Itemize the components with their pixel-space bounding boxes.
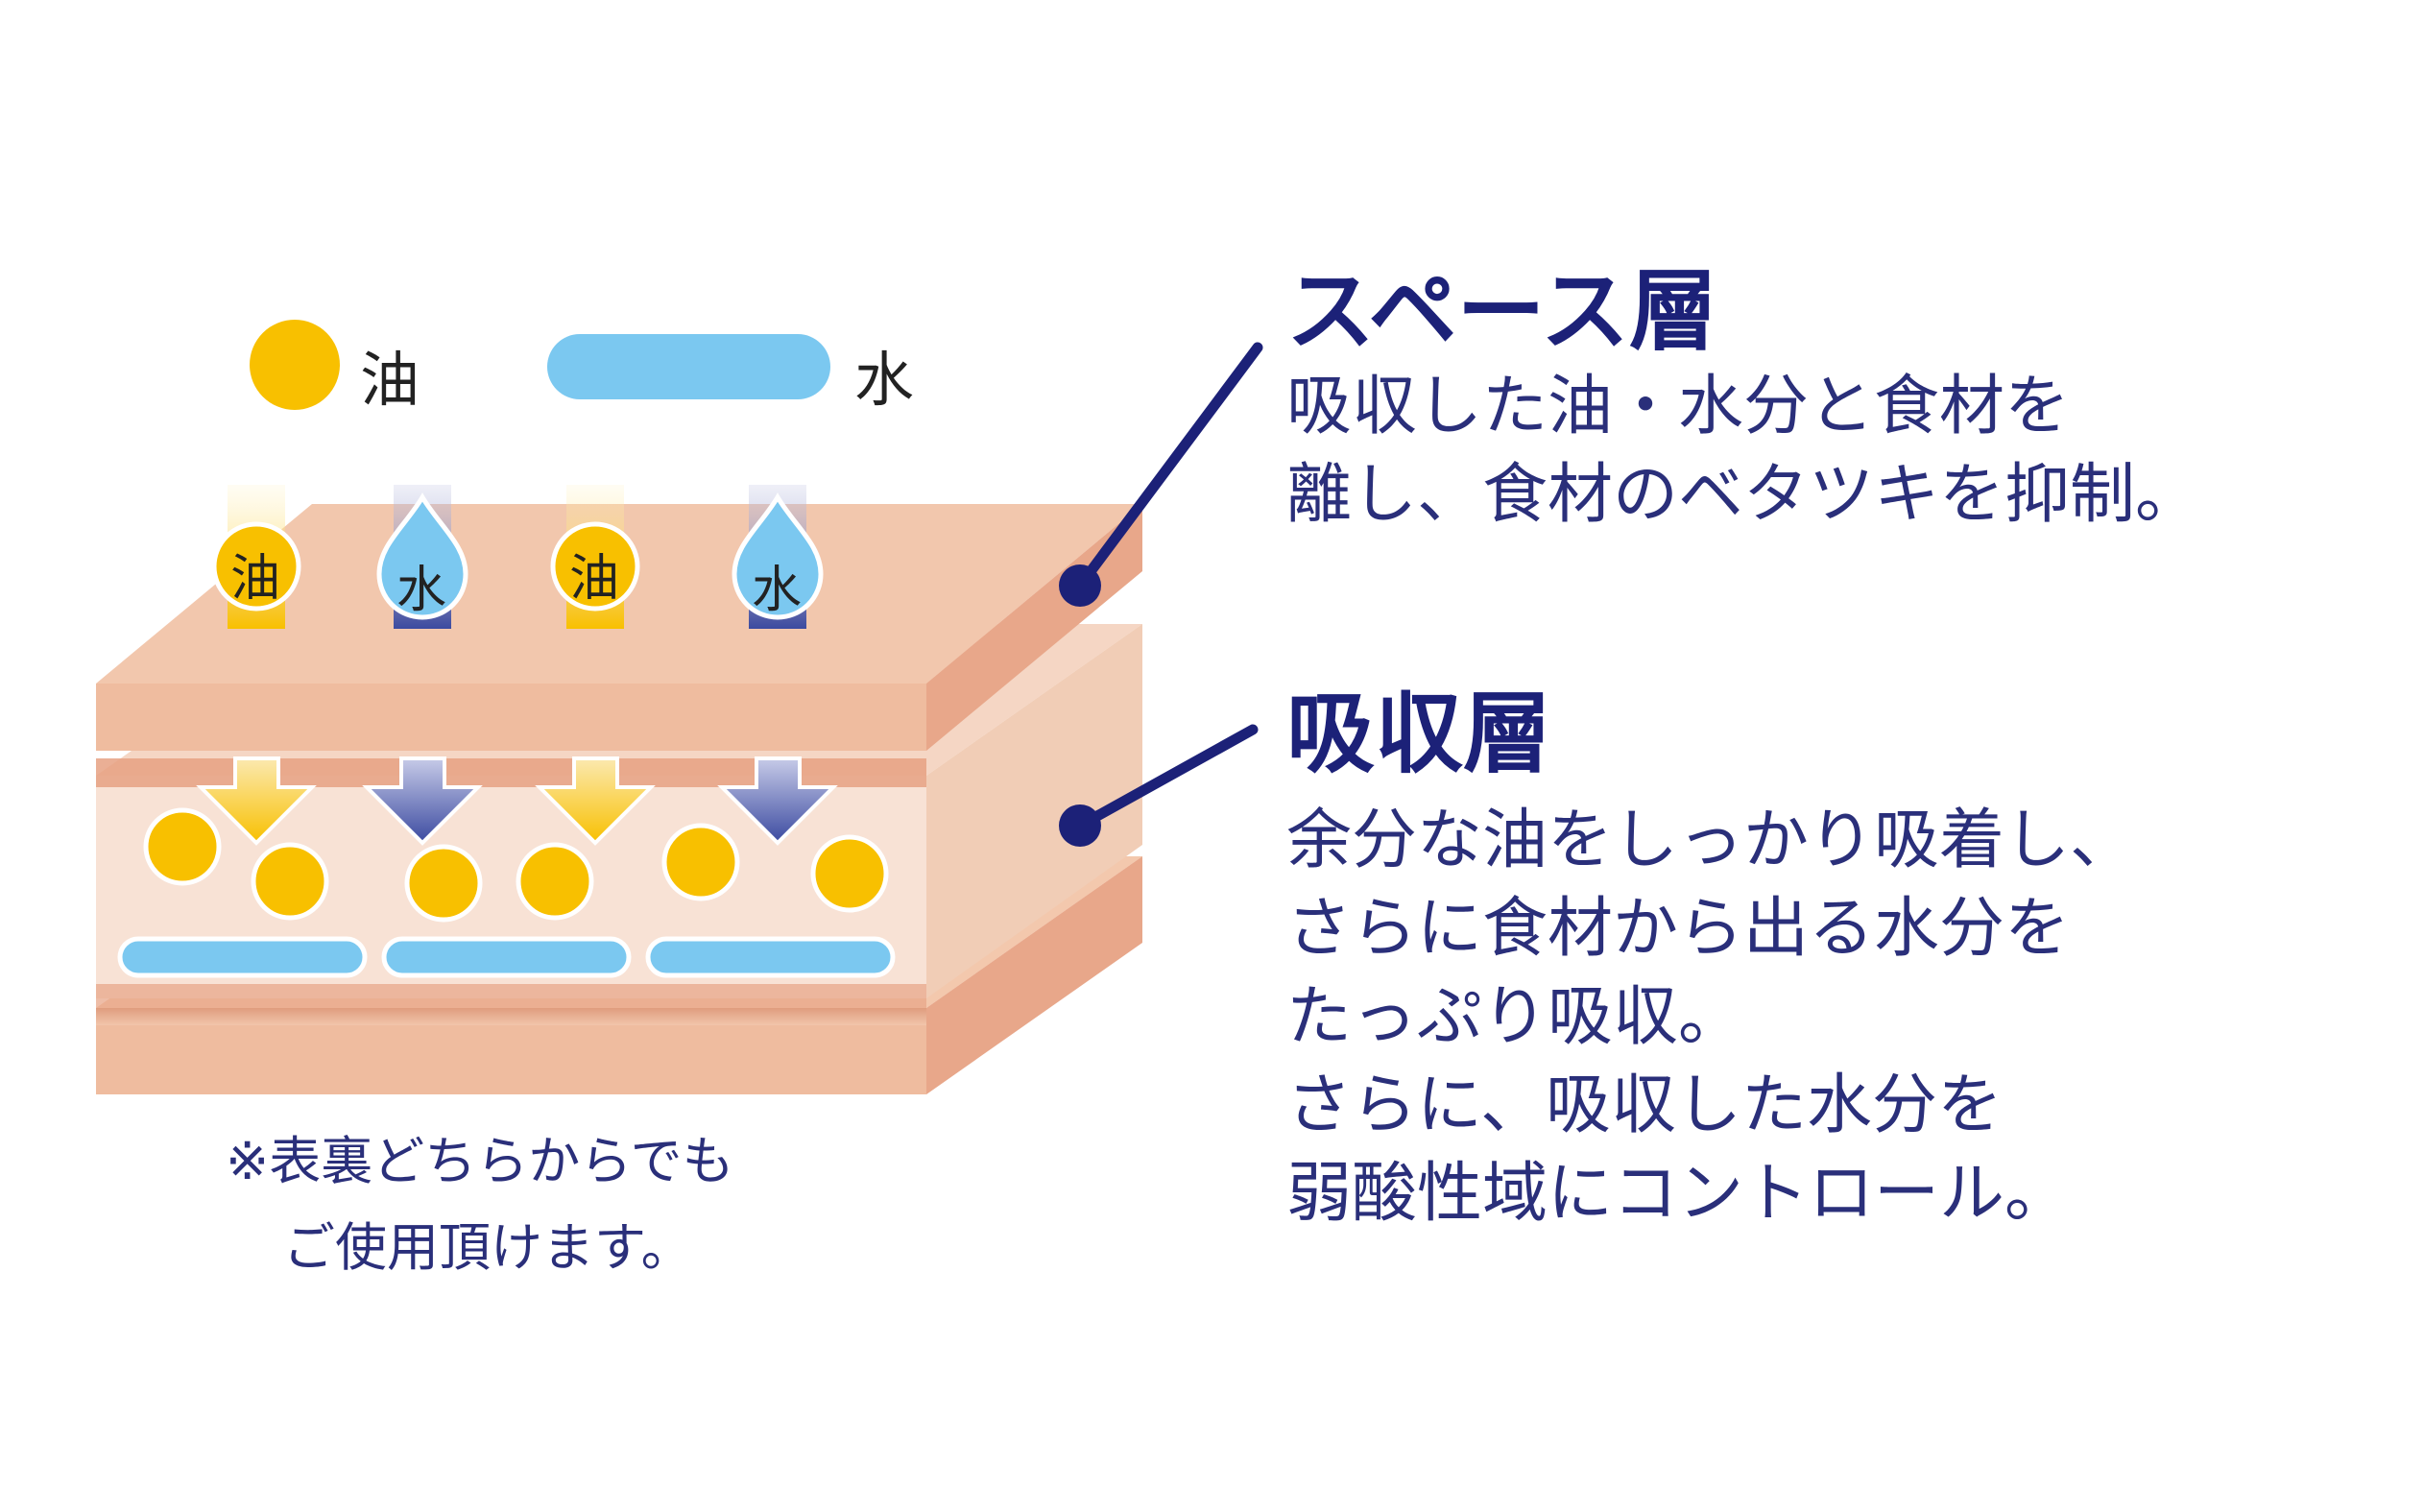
leader-lines (1059, 342, 1263, 847)
water-drop-marker-2 (732, 492, 824, 620)
oil-marker-label-1: 油 (230, 550, 281, 608)
oil-marker-label-2: 油 (569, 550, 620, 608)
absorbed-water-bar (381, 936, 632, 978)
absorb-layer-line-1: 余分な油をしっかり吸着し、 (1286, 803, 2136, 878)
space-layer-line-2: 離し、食材のベタツキを抑制。 (1286, 457, 2201, 533)
absorb-layer-line-5: 弱酸性域にコントロール。 (1286, 1156, 2071, 1232)
space-layer-leader (1074, 342, 1263, 591)
absorbed-oil-drop (251, 842, 329, 921)
incoming-markers (211, 485, 824, 629)
water-arrow-1 (362, 756, 483, 846)
water-drop-marker-1 (376, 492, 468, 620)
absorb-layer-line-3: たっぷり吸収。 (1286, 979, 1744, 1055)
legend-water-icon (547, 334, 830, 399)
absorb-layer-line-2: さらに食材から出る水分を (1286, 891, 2071, 967)
absorbed-oil-drop (143, 807, 222, 886)
space-layer-description: 吸収した油・水分と食材を 離し、食材のベタツキを抑制。 (1286, 363, 2200, 540)
legend (250, 320, 830, 410)
space-layer-title: スペース層 (1286, 260, 1717, 363)
absorb-layer-dot (1059, 804, 1101, 847)
absorb-layer-leader (1074, 724, 1259, 831)
absorbed-water-bar (645, 936, 896, 978)
water-marker-label-1: 水 (396, 562, 447, 619)
absorbed-oil-drop (661, 823, 740, 901)
space-layer-line-1: 吸収した油・水分と食材を (1286, 369, 2071, 444)
usage-note-line-2: ご使用頂けます。 (283, 1217, 693, 1278)
oil-marker-2 (550, 521, 640, 612)
absorbed-oil-drop (516, 842, 594, 921)
legend-oil-icon (250, 320, 340, 410)
absorbed-water-bar (117, 936, 368, 978)
absorb-layer-title: 吸収層 (1286, 683, 1552, 785)
oil-arrow-1 (196, 756, 317, 846)
water-arrow-2 (717, 756, 838, 846)
space-layer-dot (1059, 564, 1101, 607)
absorbed-oil-drop (810, 834, 889, 913)
water-marker-label-2: 水 (752, 562, 803, 619)
oil-marker-1 (211, 521, 301, 612)
absorb-layer-description: 余分な油をしっかり吸着し、 さらに食材から出る水分を たっぷり吸収。 さらに、吸… (1286, 797, 2135, 1238)
absorbed-water (117, 936, 896, 978)
legend-water-label: 水 (854, 345, 915, 415)
absorb-layer-line-4: さらに、吸収した水分を (1286, 1068, 2003, 1143)
absorbed-oil-drop (404, 844, 483, 923)
oil-arrow-2 (535, 756, 656, 846)
usage-note-line-1: ※表裏どちらからでも (226, 1131, 734, 1191)
legend-oil-label: 油 (360, 345, 420, 415)
usage-note: ※表裏どちらからでも ご使用頂けます。 (226, 1118, 734, 1291)
down-arrows (196, 756, 838, 846)
absorbed-oil (143, 807, 889, 923)
